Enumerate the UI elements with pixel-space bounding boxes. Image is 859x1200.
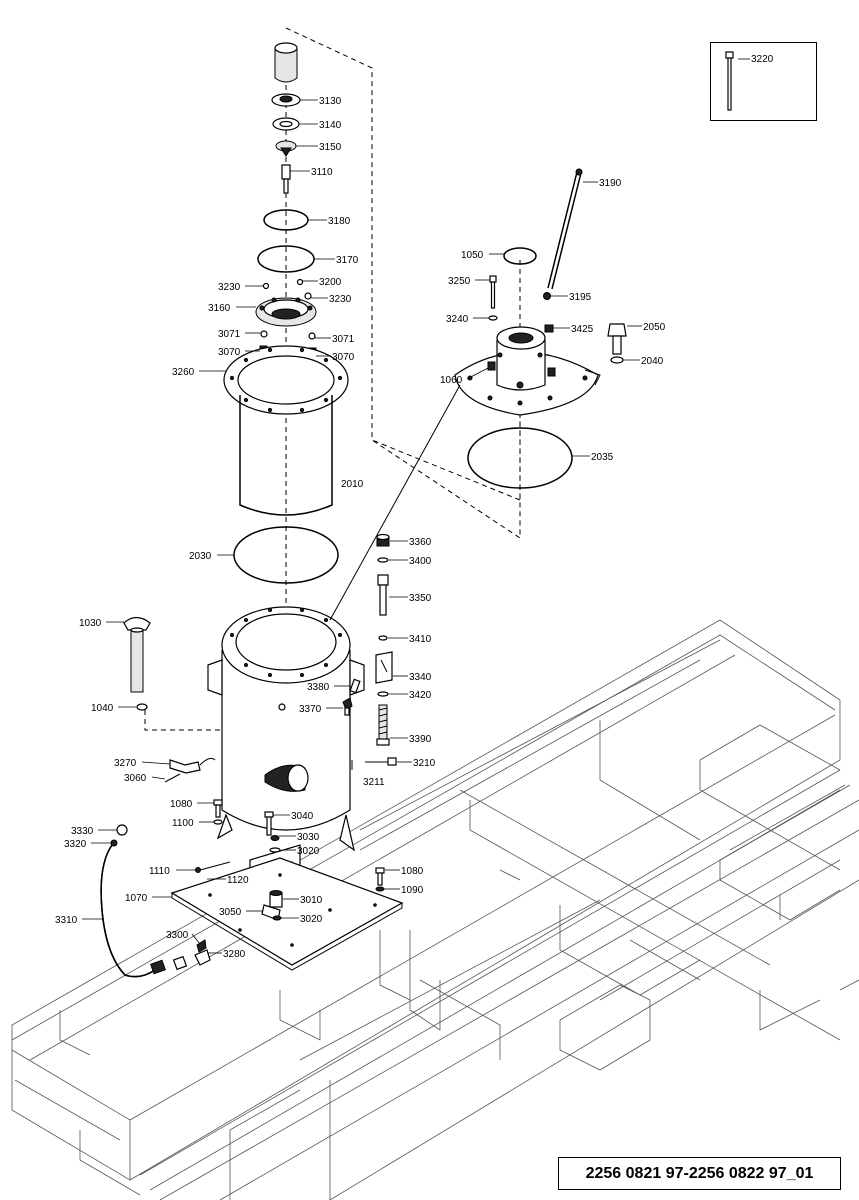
- chassis-frame: [11, 619, 859, 1200]
- callout-3320: 3320: [64, 839, 87, 850]
- callout-1090: 1090: [401, 885, 424, 896]
- callout-3071-b: 3071: [332, 334, 355, 345]
- drawing-number: 2256 0821 97-2256 0822 97_01: [558, 1157, 841, 1190]
- pin-3110: [281, 164, 291, 194]
- callout-3350: 3350: [409, 593, 432, 604]
- main-tank-2010: [207, 606, 365, 852]
- callout-3110: 3110: [311, 167, 333, 178]
- callout-1080-b: 1080: [401, 866, 424, 877]
- callout-3400: 3400: [409, 556, 432, 567]
- valve-3150: [275, 140, 297, 157]
- callout-3020-b: 3020: [300, 914, 323, 925]
- bolt-1080-right: [375, 867, 385, 892]
- base-plate-1070: [170, 857, 404, 971]
- callout-3280: 3280: [223, 949, 246, 960]
- callout-3230-a: 3230: [218, 282, 241, 293]
- callout-3330: 3330: [71, 826, 94, 837]
- callout-2040: 2040: [641, 356, 664, 367]
- callout-3010: 3010: [300, 895, 323, 906]
- nut-3360: [376, 533, 390, 547]
- callout-1060: 1060: [440, 375, 463, 386]
- flange-3160: [255, 297, 317, 327]
- callout-3420: 3420: [409, 690, 432, 701]
- hose-3310: [100, 824, 211, 978]
- callout-1110: 1110: [149, 866, 170, 877]
- bracket-3340: [375, 651, 393, 684]
- callout-3230-b: 3230: [329, 294, 352, 305]
- callout-3195: 3195: [569, 292, 592, 303]
- callout-3270: 3270: [114, 758, 137, 769]
- callout-3180: 3180: [328, 216, 351, 227]
- callout-1080-a: 1080: [170, 799, 193, 810]
- bolt-3390: [376, 704, 390, 746]
- plug-3210-3211: [351, 757, 397, 770]
- bolt-1080-left: [213, 799, 223, 825]
- leader-2010-line: [329, 384, 461, 621]
- bolt-3250: [488, 275, 498, 321]
- rod-3190: [543, 168, 583, 300]
- callout-3390: 3390: [409, 734, 432, 745]
- callouts: 3220 3130 3140 3150 3110 3190 3180 1050 …: [55, 54, 774, 960]
- callout-3300: 3300: [166, 930, 189, 941]
- callout-1030: 1030: [79, 618, 102, 629]
- pipe-1030: [123, 616, 151, 711]
- callout-3040: 3040: [291, 811, 314, 822]
- housing-1060: [454, 247, 601, 416]
- callout-3220: 3220: [751, 54, 774, 65]
- callout-2010: 2010: [341, 479, 364, 490]
- inset-bolt-3220: [725, 51, 734, 111]
- ring-2035: [467, 427, 573, 489]
- callout-3240: 3240: [446, 314, 469, 325]
- callout-1100: 1100: [172, 818, 194, 829]
- callout-3200: 3200: [319, 277, 342, 288]
- callout-3340: 3340: [409, 672, 432, 683]
- sensor-3270: [164, 757, 216, 783]
- callout-3310: 3310: [55, 915, 78, 926]
- callout-3070-a: 3070: [218, 347, 241, 358]
- callout-3140: 3140: [319, 120, 342, 131]
- callout-3410: 3410: [409, 634, 432, 645]
- callout-1070: 1070: [125, 893, 148, 904]
- callout-3070-b: 3070: [332, 352, 355, 363]
- callout-1050: 1050: [461, 250, 484, 261]
- callout-3020-a: 3020: [297, 846, 320, 857]
- small-washers-3200-3230: [262, 278, 312, 300]
- callout-3211: 3211: [363, 777, 385, 788]
- callout-3360: 3360: [409, 537, 432, 548]
- stud-3350: [377, 574, 389, 616]
- callout-2030: 2030: [189, 551, 212, 562]
- callout-3250: 3250: [448, 276, 471, 287]
- callout-1120: 1120: [227, 875, 249, 886]
- callout-3030: 3030: [297, 832, 320, 843]
- callout-3071-a: 3071: [218, 329, 241, 340]
- inset-detail-box: [710, 42, 817, 121]
- callout-3050: 3050: [219, 907, 242, 918]
- callout-3190: 3190: [599, 178, 622, 189]
- pin-3380-3370: [342, 678, 361, 716]
- callout-2035: 2035: [591, 452, 614, 463]
- washer-3400: [377, 557, 389, 563]
- callout-3380: 3380: [307, 682, 330, 693]
- callout-3260: 3260: [172, 367, 195, 378]
- callout-3060: 3060: [124, 773, 147, 784]
- callout-3160: 3160: [208, 303, 231, 314]
- callout-2050: 2050: [643, 322, 666, 333]
- callout-3150: 3150: [319, 142, 342, 153]
- ring-3140: [272, 117, 300, 131]
- washer-3410: [378, 635, 388, 641]
- upper-cylinder-3260: [223, 345, 349, 516]
- callout-3425: 3425: [571, 324, 594, 335]
- callout-3210: 3210: [413, 758, 436, 769]
- washer-3420: [377, 691, 389, 697]
- bolt-3040: [264, 811, 281, 853]
- washer-3130: [271, 93, 301, 107]
- callout-3370: 3370: [299, 704, 322, 715]
- callout-3170: 3170: [336, 255, 359, 266]
- cap-top: [274, 42, 298, 83]
- callout-1040: 1040: [91, 703, 114, 714]
- bolt-2050: [607, 323, 627, 364]
- callout-3130: 3130: [319, 96, 342, 107]
- valve-3010: [261, 890, 283, 921]
